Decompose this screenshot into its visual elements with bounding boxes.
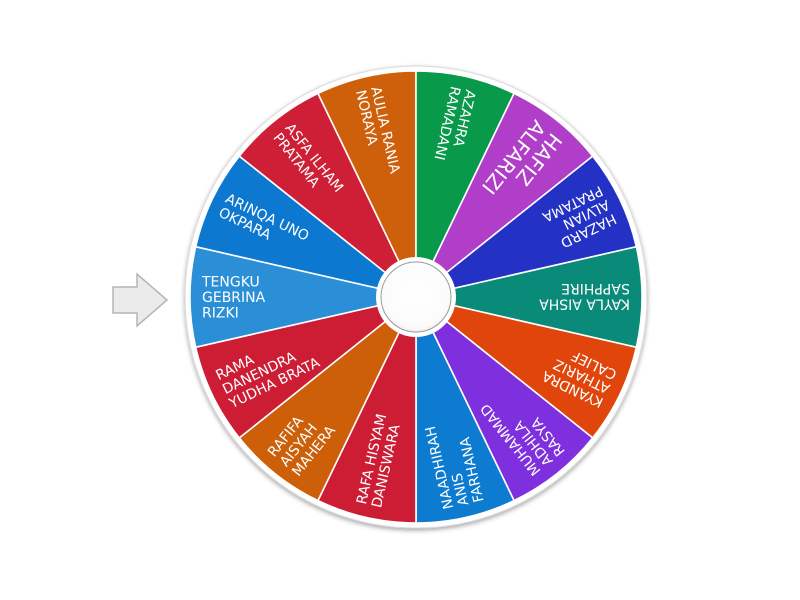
segment-label-line: GEBRINA [202, 290, 266, 306]
wheel-segment [316, 70, 417, 298]
wheel-segment [415, 154, 638, 298]
wheel-segment [415, 70, 516, 298]
segment-label-line: ANIS [449, 471, 472, 507]
wheel-segment [415, 296, 594, 502]
wheel-segment [415, 92, 594, 298]
wheel-segment [415, 245, 643, 349]
wheel-segment [316, 296, 417, 524]
segment-label-line: KAYLA AISHA [539, 296, 630, 312]
wheel-segments [189, 70, 643, 524]
segment-label-line: SAPPHIRE [561, 280, 630, 296]
arrow-right-icon [112, 272, 169, 328]
wheel-segment [415, 296, 516, 524]
wheel-segment [194, 154, 417, 298]
wheel-segment [194, 296, 417, 440]
wheel-segment [415, 296, 638, 440]
wheel-segment [238, 296, 417, 502]
pointer-arrow [112, 272, 169, 328]
wheel-segment [189, 245, 417, 349]
segment-label-line: RIZKI [202, 306, 239, 322]
wheel-hub[interactable] [380, 261, 452, 333]
segment-label-line: TENGKU [201, 275, 260, 291]
wheel-segment [238, 92, 417, 298]
